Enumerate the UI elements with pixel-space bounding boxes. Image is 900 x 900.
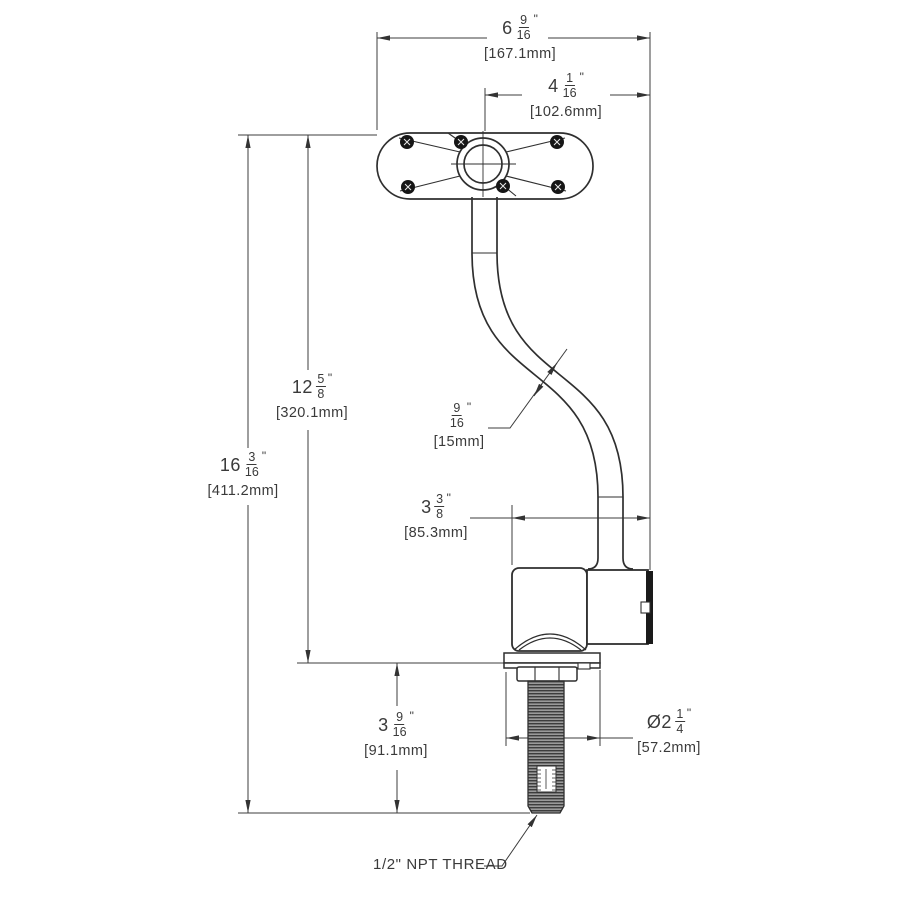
screw-cross-marks (403, 138, 562, 191)
hub-crosshair (451, 131, 516, 197)
shank-window (536, 765, 557, 793)
body-dome-arc (513, 633, 587, 651)
valve-body (511, 567, 653, 652)
dimension-lines (245, 35, 650, 867)
body-dome-arc (518, 637, 582, 651)
npt-thread-label: 1/2" NPT THREAD (373, 856, 508, 873)
gooseneck-tube (471, 197, 634, 570)
outlet-notch (640, 601, 651, 614)
lock-nut (516, 666, 578, 682)
extension-lines (238, 32, 651, 814)
outlet-port (586, 569, 649, 645)
mounting-hardware (503, 652, 601, 814)
mounting-plate (376, 131, 594, 200)
window-serrations (537, 769, 556, 791)
deck-flange-upper (503, 652, 601, 664)
npt-shank (527, 680, 565, 814)
flange-tab (577, 662, 591, 670)
